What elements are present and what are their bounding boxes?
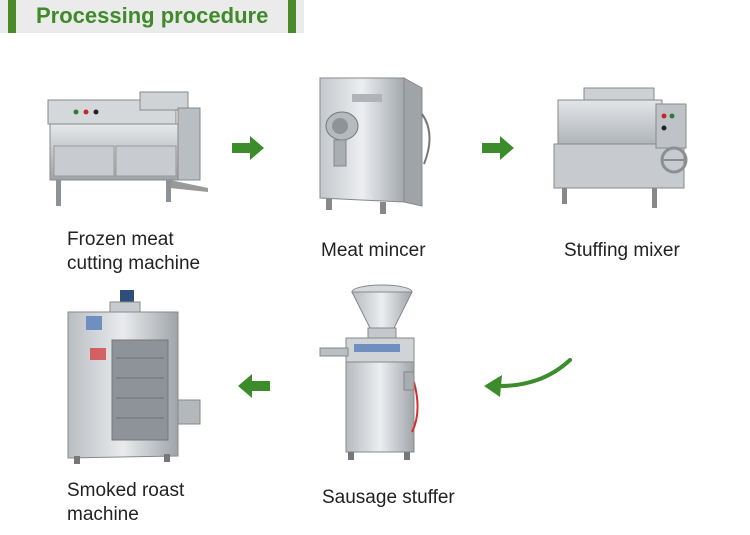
step-label-smoked-roast-machine: Smoked roast machine: [67, 479, 184, 527]
step-label-sausage-stuffer: Sausage stuffer: [322, 486, 455, 510]
arrow-right-icon: [482, 136, 514, 160]
step-label-meat-mincer: Meat mincer: [321, 239, 426, 263]
step-label-line: Meat mincer: [321, 240, 426, 261]
step-label-line: machine: [67, 504, 139, 525]
step-label-stuffing-mixer: Stuffing mixer: [564, 239, 680, 263]
frozen-meat-cutting-machine-image: [47, 91, 208, 206]
step-label-line: Frozen meat: [67, 229, 174, 250]
smoked-roast-machine-image: [67, 290, 201, 464]
meat-mincer-machine-image: [319, 77, 431, 214]
step-label-line: Smoked roast: [67, 480, 185, 501]
step-label-line: Stuffing mixer: [564, 240, 680, 261]
header-accent-left: [8, 0, 16, 33]
step-label-line: Sausage stuffer: [322, 487, 455, 508]
section-header: Processing procedure: [0, 0, 304, 33]
page-title: Processing procedure: [36, 3, 269, 28]
sausage-stuffer-machine-image: [319, 284, 419, 460]
stuffing-mixer-machine-image: [553, 87, 688, 208]
header-accent-right: [288, 0, 296, 33]
step-label-line: cutting machine: [67, 253, 201, 274]
step-label-frozen-meat-cutting-machine: Frozen meat cutting machine: [67, 228, 200, 276]
arrow-right-icon: [232, 136, 264, 160]
curved-arrow-left-icon: [484, 358, 572, 397]
arrow-left-icon: [238, 374, 270, 398]
